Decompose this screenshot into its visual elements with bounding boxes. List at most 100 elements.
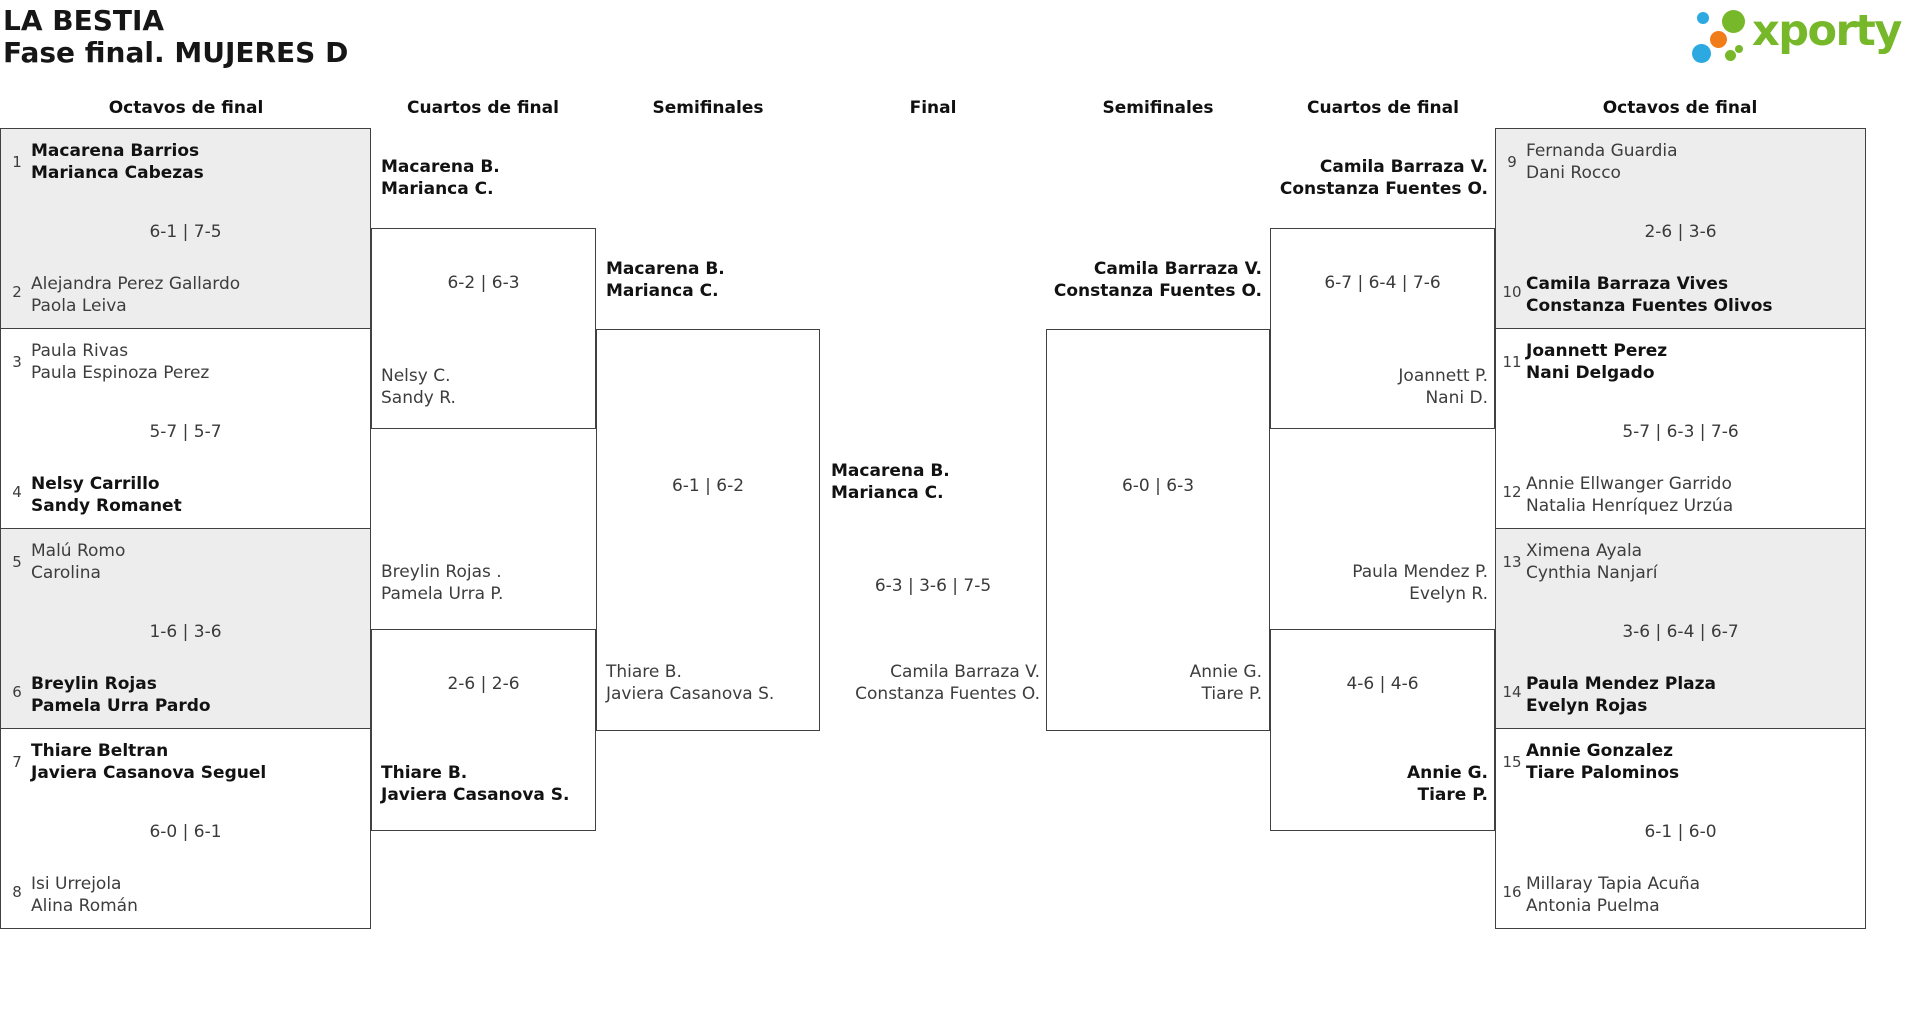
team-line: Evelyn Rojas [1526,696,1648,716]
seed-number: 1 [12,153,22,171]
team-line: Evelyn R. [1409,584,1488,604]
team-line: Paula Espinoza Perez [31,363,210,383]
logo-dot-orange [1710,31,1727,48]
logo-wordmark: xporty [1752,6,1902,56]
team-name: Annie G. Tiare P. [1266,762,1488,806]
seed-number: 10 [1502,283,1522,301]
team-name-final-winner: Macarena B. Marianca C. [831,460,950,504]
team-line: Javiera Casanova S. [606,684,775,704]
logo-dot-green-small [1725,50,1736,61]
team-line: Tiare P. [1201,684,1263,704]
seed-number: 8 [12,883,22,901]
team-name: Thiare B. Javiera Casanova S. [381,762,570,806]
team-line: Annie Gonzalez [1526,741,1673,761]
seed-number: 16 [1502,883,1522,901]
team-name: Joannett Perez Nani Delgado [1526,340,1667,384]
team-name: Paula Mendez Plaza Evelyn Rojas [1526,673,1716,717]
team-line: Breylin Rojas . [381,562,502,582]
match-score: 6-0 | 6-3 [1121,476,1195,496]
team-line: Sandy R. [381,388,456,408]
match-score: 4-6 | 4-6 [1346,674,1419,694]
team-name: Breylin Rojas . Pamela Urra P. [381,561,503,605]
team-line: Carolina [31,563,101,583]
page-title: LA BESTIA Fase final. MUJERES D [3,5,348,69]
round-header-cuartos-right: Cuartos de final [1307,98,1459,118]
team-line: Marianca Cabezas [31,163,204,183]
team-line: Camila Barraza V. [1093,259,1262,279]
team-line: Thiare Beltran [31,741,169,761]
match-score: 2-6 | 2-6 [447,674,520,694]
team-line: Javiera Casanova S. [381,785,570,805]
round-header-cuartos-left: Cuartos de final [407,98,559,118]
match-score: 6-0 | 6-1 [149,822,222,842]
team-line: Breylin Rojas [31,674,157,694]
team-line: Marianca C. [831,483,944,503]
match-score: 6-2 | 6-3 [447,273,520,293]
team-name: Camila Barraza Vives Constanza Fuentes O… [1526,273,1773,317]
team-name: Paula Mendez P. Evelyn R. [1266,561,1488,605]
team-name: Annie Ellwanger Garrido Natalia Henríque… [1526,473,1733,517]
team-line: Joannett P. [1398,366,1488,386]
team-line: Macarena Barrios [31,141,200,161]
seed-number: 11 [1502,353,1522,371]
match-box-octavos-2: 3 Paula Rivas Paula Espinoza Perez 5-7 |… [0,328,371,529]
team-line: Malú Romo [31,541,126,561]
team-line: Marianca C. [606,281,719,301]
match-box-octavos-1: 1 Macarena Barrios Marianca Cabezas 6-1 … [0,128,371,329]
team-name: Annie G. Tiare P. [1040,661,1262,705]
team-line: Nani D. [1425,388,1488,408]
team-line: Constanza Fuentes Olivos [1526,296,1773,316]
team-line: Camila Barraza Vives [1526,274,1729,294]
match-box-cuartos-left-bottom [371,629,596,831]
team-line: Pamela Urra Pardo [31,696,211,716]
tournament-name: LA BESTIA [3,4,165,37]
match-box-cuartos-left-top [371,228,596,429]
match-score: 1-6 | 3-6 [149,622,222,642]
team-line: Fernanda Guardia [1526,141,1678,161]
seed-number: 13 [1502,553,1522,571]
match-score: 5-7 | 5-7 [149,422,222,442]
logo-dot-green-large [1722,10,1745,33]
seed-number: 14 [1502,683,1522,701]
team-line: Joannett Perez [1526,341,1668,361]
team-line: Macarena B. [831,461,950,481]
match-box-octavos-6: 11 Joannett Perez Nani Delgado 5-7 | 6-3… [1495,328,1866,529]
team-name: Nelsy C. Sandy R. [381,365,456,409]
phase-category: Fase final. MUJERES D [3,36,349,69]
team-line: Paula Mendez P. [1352,562,1488,582]
match-box-octavos-4: 7 Thiare Beltran Javiera Casanova Seguel… [0,728,371,929]
team-line: Antonia Puelma [1526,896,1660,916]
team-name: Thiare Beltran Javiera Casanova Seguel [31,740,266,784]
team-line: Constanza Fuentes O. [1053,281,1262,301]
team-name: Ximena Ayala Cynthia Nanjarí [1526,540,1657,584]
match-box-octavos-7: 13 Ximena Ayala Cynthia Nanjarí 3-6 | 6-… [1495,528,1866,729]
team-line: Cynthia Nanjarí [1526,563,1658,583]
team-name: Breylin Rojas Pamela Urra Pardo [31,673,211,717]
team-name-final-runnerup: Camila Barraza V. Constanza Fuentes O. [820,661,1040,705]
team-name: Camila Barraza V. Constanza Fuentes O. [1266,156,1488,200]
team-line: Thiare B. [606,662,682,682]
xporty-logo[interactable]: xporty [1690,5,1915,67]
team-line: Constanza Fuentes O. [855,684,1040,704]
seed-number: 3 [12,353,22,371]
match-score-final: 6-3 | 3-6 | 7-5 [874,576,992,596]
team-name: Alejandra Perez Gallardo Paola Leiva [31,273,240,317]
team-line: Pamela Urra P. [381,584,504,604]
seed-number: 12 [1502,483,1522,501]
team-line: Nelsy Carrillo [31,474,160,494]
match-box-octavos-3: 5 Malú Romo Carolina 1-6 | 3-6 6 Breylin… [0,528,371,729]
team-line: Macarena B. [381,157,500,177]
team-line: Tiare P. [1417,785,1488,805]
round-header-octavos-left: Octavos de final [108,98,264,118]
match-box-cuartos-right-top [1270,228,1495,429]
round-header-semis-right: Semifinales [1102,98,1214,118]
team-line: Marianca C. [381,179,494,199]
match-score: 6-1 | 6-0 [1644,822,1717,842]
team-line: Tiare Palominos [1526,763,1680,783]
team-line: Annie G. [1189,662,1262,682]
team-name: Millaray Tapia Acuña Antonia Puelma [1526,873,1700,917]
team-line: Paola Leiva [31,296,127,316]
team-name: Camila Barraza V. Constanza Fuentes O. [1040,258,1262,302]
team-line: Alejandra Perez Gallardo [31,274,241,294]
